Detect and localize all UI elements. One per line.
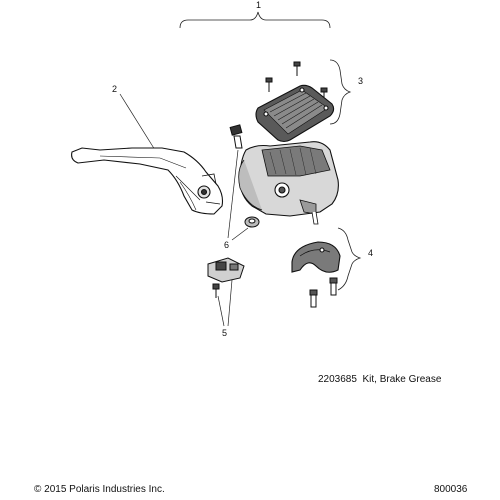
cover-screw-left	[265, 77, 273, 92]
callout-1: 1	[256, 0, 261, 10]
leader-5a	[217, 295, 225, 327]
washer	[244, 216, 260, 228]
master-cylinder	[238, 141, 339, 225]
brake-switch	[207, 257, 245, 283]
brace-1	[179, 11, 331, 29]
clamp-bolt-left	[309, 289, 318, 308]
callout-4: 4	[368, 248, 373, 258]
clamp-bolt-right	[329, 277, 338, 296]
copyright-text: © 2015 Polaris Industries Inc.	[34, 484, 165, 495]
grease-kit-note: 2203685 Kit, Brake Grease	[318, 374, 441, 385]
figure-number: 800036	[434, 484, 468, 495]
grease-kit-description: Kit, Brake Grease	[362, 374, 442, 385]
grease-kit-part-number: 2203685	[318, 374, 357, 385]
switch-screw	[212, 283, 220, 298]
leader-5b	[227, 279, 233, 327]
callout-2: 2	[112, 84, 117, 94]
brake-lever	[71, 147, 224, 215]
bleeder-fitting	[229, 124, 243, 149]
leader-6a	[227, 149, 239, 239]
brace-4	[337, 227, 362, 291]
reservoir-cover	[255, 84, 335, 143]
handlebar-clamp	[291, 241, 341, 273]
leader-2	[119, 93, 156, 151]
callout-5: 5	[222, 328, 227, 338]
cover-screw-center	[293, 61, 301, 76]
callout-3: 3	[358, 76, 363, 86]
callout-6: 6	[224, 240, 229, 250]
brace-3	[329, 59, 352, 125]
leader-6b	[231, 227, 249, 241]
